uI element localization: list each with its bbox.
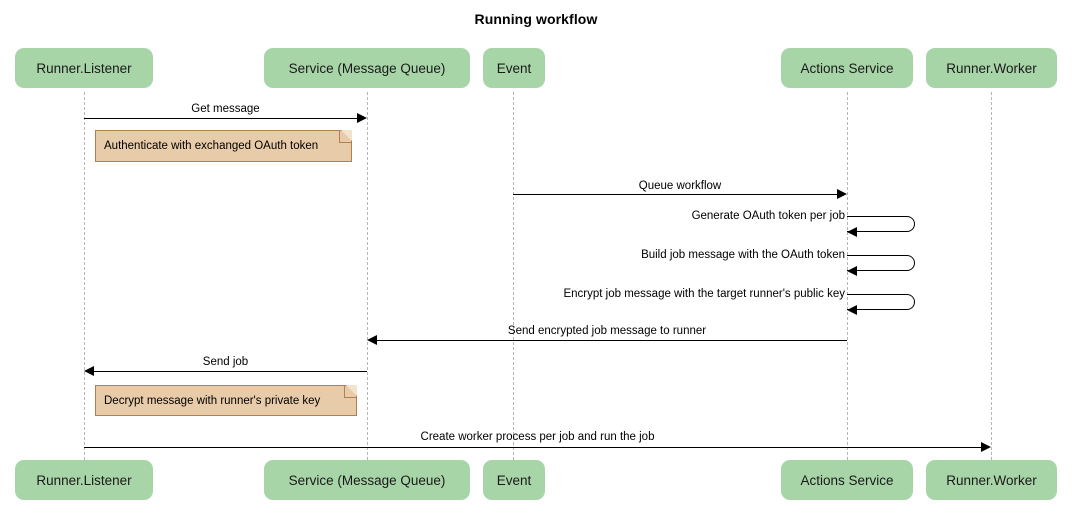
message-label-generate-oauth-token: Generate OAuth token per job [691,210,845,222]
actor-head-service-message-queue[interactable]: Service (Message Queue) [264,48,470,88]
arrow-head-encrypt-job-message [847,305,857,315]
message-label-encrypt-job-message: Encrypt job message with the target runn… [563,288,845,300]
actor-foot-event[interactable]: Event [483,460,545,500]
selfloop-generate-oauth-token [847,216,915,232]
note-fold-corner-icon-2 [346,385,357,396]
arrow-head-get-message [357,113,367,123]
diagram-title: Running workflow [474,11,598,27]
actor-head-runner-listener[interactable]: Runner.Listener [15,48,153,88]
message-label-queue-workflow: Queue workflow [638,180,722,192]
message-line-get-message [84,118,357,119]
actor-foot-runner-listener[interactable]: Runner.Listener [15,460,153,500]
actor-head-runner-worker[interactable]: Runner.Worker [926,48,1057,88]
arrow-head-queue-workflow [837,189,847,199]
message-label-send-job: Send job [202,356,249,368]
actor-head-event[interactable]: Event [483,48,545,88]
arrow-head-build-job-message [847,266,857,276]
note-decrypt: Decrypt message with runner's private ke… [95,385,357,416]
actor-foot-runner-worker[interactable]: Runner.Worker [926,460,1057,500]
message-label-create-worker-process: Create worker process per job and run th… [420,431,655,443]
arrow-head-send-job [84,366,94,376]
note-fold-edge-icon [339,130,352,143]
message-label-get-message: Get message [191,103,260,115]
lifeline-runner-worker [991,92,992,460]
arrow-head-send-encrypted-job-message [367,335,377,345]
lifeline-actions-service [847,92,848,460]
lifeline-runner-listener [84,92,85,460]
message-line-queue-workflow [513,194,837,195]
message-line-create-worker-process [84,447,981,448]
note-fold-corner-icon [341,130,352,141]
lifeline-service-message-queue [367,92,368,460]
actor-head-actions-service[interactable]: Actions Service [781,48,913,88]
note-fold-edge-icon-2 [344,385,357,398]
arrow-head-create-worker-process [981,442,991,452]
message-label-build-job-message: Build job message with the OAuth token [641,249,845,261]
message-line-send-job [94,371,367,372]
note-decrypt-label: Decrypt message with runner's private ke… [104,394,321,407]
note-authenticate: Authenticate with exchanged OAuth token [95,130,352,162]
actor-foot-service-message-queue[interactable]: Service (Message Queue) [264,460,470,500]
actor-foot-actions-service[interactable]: Actions Service [781,460,913,500]
message-label-send-encrypted-job-message: Send encrypted job message to runner [507,325,707,337]
message-line-send-encrypted-job-message [377,340,847,341]
note-authenticate-label: Authenticate with exchanged OAuth token [104,140,319,152]
lifeline-event [513,92,514,460]
selfloop-build-job-message [847,255,915,271]
arrow-head-generate-oauth-token [847,227,857,237]
selfloop-encrypt-job-message [847,294,915,310]
